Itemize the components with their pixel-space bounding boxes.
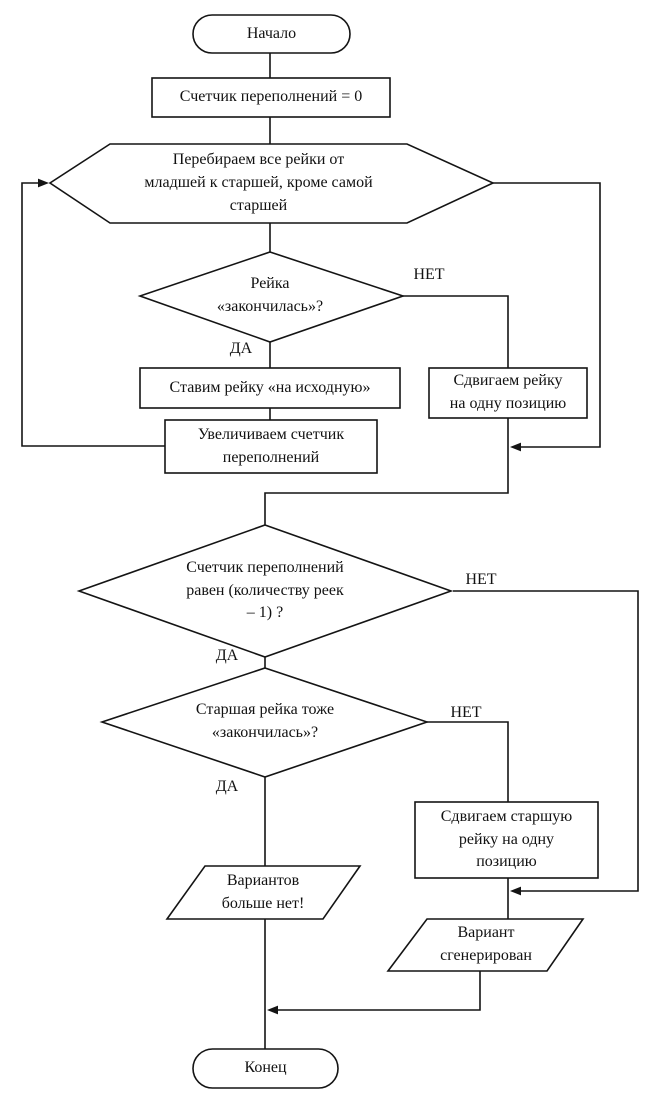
process-init-shape bbox=[151, 77, 391, 118]
preparation-loop-shape bbox=[48, 143, 495, 224]
edge-senior-no bbox=[427, 721, 509, 802]
data-generated-shape bbox=[386, 918, 585, 972]
edge-inc-loopback bbox=[21, 182, 165, 447]
edge-rail-no bbox=[403, 295, 509, 368]
terminator-start-shape bbox=[192, 14, 351, 54]
terminator-end-shape bbox=[192, 1048, 339, 1089]
process-shift-rail-shape bbox=[428, 367, 588, 419]
arrowhead-merge-end bbox=[267, 1005, 278, 1015]
edge-shift-to-check-counter bbox=[264, 418, 509, 525]
edge-counter-no bbox=[453, 590, 639, 892]
process-shift-senior-shape bbox=[414, 801, 599, 879]
edge-generated-to-end bbox=[277, 971, 481, 1011]
decision-check-counter-shape bbox=[76, 524, 454, 658]
process-inc-counter-shape bbox=[164, 419, 378, 474]
edge-loop-exit bbox=[493, 182, 601, 448]
process-reset-rail-shape bbox=[139, 367, 401, 409]
arrowhead-merge-generated bbox=[510, 886, 521, 896]
arrowhead-into-loop bbox=[38, 178, 49, 188]
arrowhead-merge-shift-rail bbox=[510, 442, 521, 452]
decision-check-rail-shape bbox=[137, 251, 406, 343]
data-no-more-shape bbox=[165, 865, 362, 920]
decision-check-senior-shape bbox=[99, 667, 430, 778]
